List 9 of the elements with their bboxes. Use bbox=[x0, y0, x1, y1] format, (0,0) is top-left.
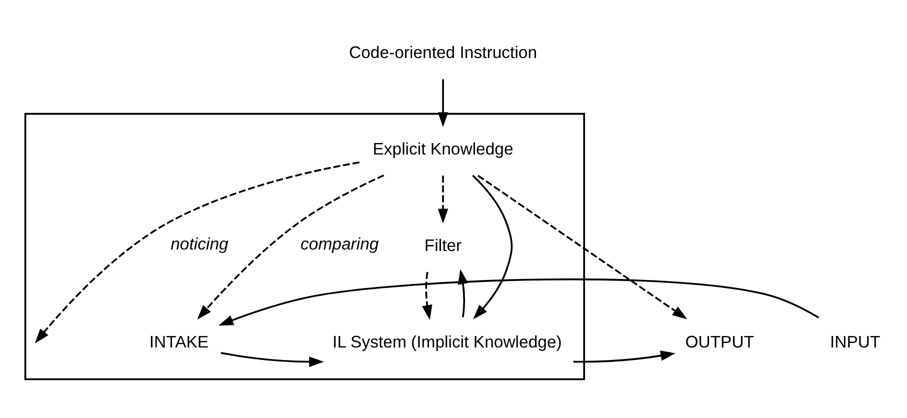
node-text: INPUT bbox=[830, 332, 880, 351]
edge-label: comparing bbox=[300, 234, 379, 253]
node-text: IL System (Implicit Knowledge) bbox=[332, 332, 562, 351]
node-text: Explicit Knowledge bbox=[372, 138, 514, 158]
node-text: OUTPUT bbox=[685, 332, 754, 351]
node-text: Code-oriented Instruction bbox=[348, 42, 538, 62]
node-text: Filter bbox=[424, 235, 462, 254]
node-text: INTAKE bbox=[149, 332, 209, 351]
edge-label: noticing bbox=[170, 234, 228, 253]
